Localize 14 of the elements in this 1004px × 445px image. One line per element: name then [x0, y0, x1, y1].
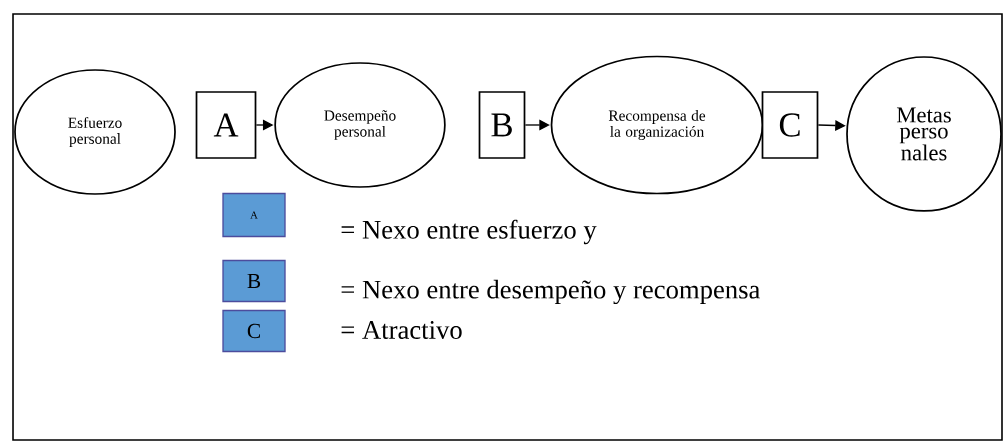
letter-box: C: [761, 91, 819, 159]
arrow: [524, 119, 550, 131]
definition-text: = Nexo entre desempeño y recompensa: [341, 279, 760, 305]
definition-text: = Nexo entre esfuerzo y: [341, 219, 597, 245]
ellipse-node: Desempeño personal: [274, 62, 446, 188]
legend-box: B: [222, 259, 286, 303]
circle-node: Metas perso nales: [846, 56, 1002, 212]
legend-box: A: [222, 192, 286, 238]
letter-box: A: [195, 91, 257, 159]
definition-text: = Atractivo: [341, 321, 462, 339]
ellipse-node: Recompensa de la organización: [550, 55, 764, 195]
ellipse-node: Esfuerzo personal: [14, 69, 176, 195]
legend-box: C: [222, 309, 286, 353]
letter-box: B: [478, 91, 526, 159]
